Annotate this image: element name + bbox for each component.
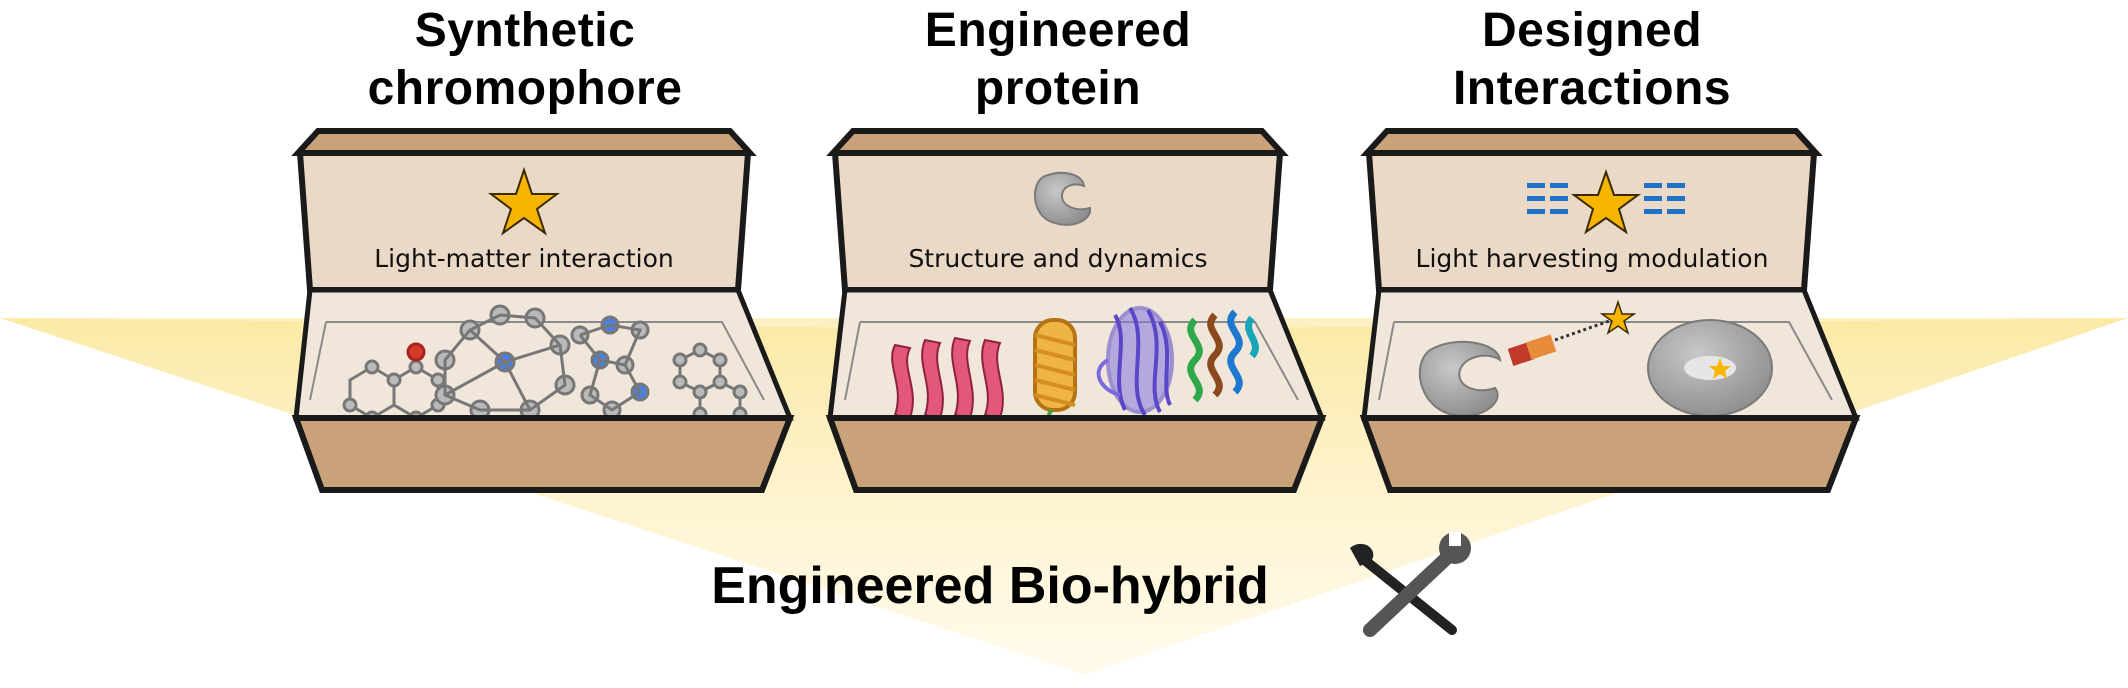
title-designed-interactions: Designed Interactions bbox=[1292, 2, 1892, 118]
box-inner-edge bbox=[326, 321, 765, 401]
molecule-triazine bbox=[570, 315, 650, 420]
caption-light-harvesting: Light harvesting modulation bbox=[1415, 244, 1769, 273]
title-engineered-protein: Engineered protein bbox=[758, 2, 1358, 118]
title-line-2: protein bbox=[974, 62, 1142, 115]
protein-beta-sheet bbox=[891, 336, 1004, 420]
box-lid-top bbox=[826, 128, 1289, 156]
protein-blob-icon bbox=[1034, 171, 1092, 226]
title-line-1: Engineered bbox=[924, 4, 1192, 57]
star-with-dashes-icon bbox=[1527, 168, 1685, 235]
box-synthetic-chromophore bbox=[291, 128, 795, 493]
protein-blob-left bbox=[1418, 340, 1502, 417]
title-line-2: Interactions bbox=[1452, 62, 1732, 115]
box-lid-top bbox=[291, 128, 757, 156]
molecule-porphyrin bbox=[434, 304, 576, 421]
wrench-screwdriver-icon bbox=[1350, 532, 1471, 637]
title-line-2: chromophore bbox=[367, 62, 683, 115]
title-line-1: Synthetic bbox=[414, 4, 636, 57]
box-inner-edge bbox=[844, 321, 861, 401]
box-front bbox=[825, 415, 1327, 493]
title-synthetic-chromophore: Synthetic chromophore bbox=[225, 2, 825, 118]
box-designed-interactions bbox=[1359, 128, 1861, 493]
bottom-label: Engineered Bio-hybrid bbox=[711, 557, 1269, 615]
title-line-1: Designed bbox=[1481, 4, 1703, 57]
protein-barrel-purple bbox=[1096, 306, 1174, 417]
linker-chain bbox=[1507, 299, 1637, 366]
box-lid-top bbox=[1360, 128, 1823, 156]
star-icon bbox=[488, 166, 560, 236]
box-inner-edge bbox=[1378, 321, 1395, 401]
box-inner-edge bbox=[1394, 321, 1833, 401]
box-front bbox=[1359, 415, 1861, 493]
protein-dimer-right bbox=[1647, 319, 1773, 417]
box-front bbox=[291, 415, 795, 493]
protein-helix-bundle bbox=[1187, 309, 1259, 403]
box-inner-edge bbox=[860, 321, 1299, 401]
caption-light-matter: Light-matter interaction bbox=[374, 244, 674, 273]
box-engineered-protein bbox=[825, 128, 1327, 493]
box-inner-edge bbox=[309, 321, 327, 401]
caption-structure-dynamics: Structure and dynamics bbox=[908, 244, 1208, 273]
